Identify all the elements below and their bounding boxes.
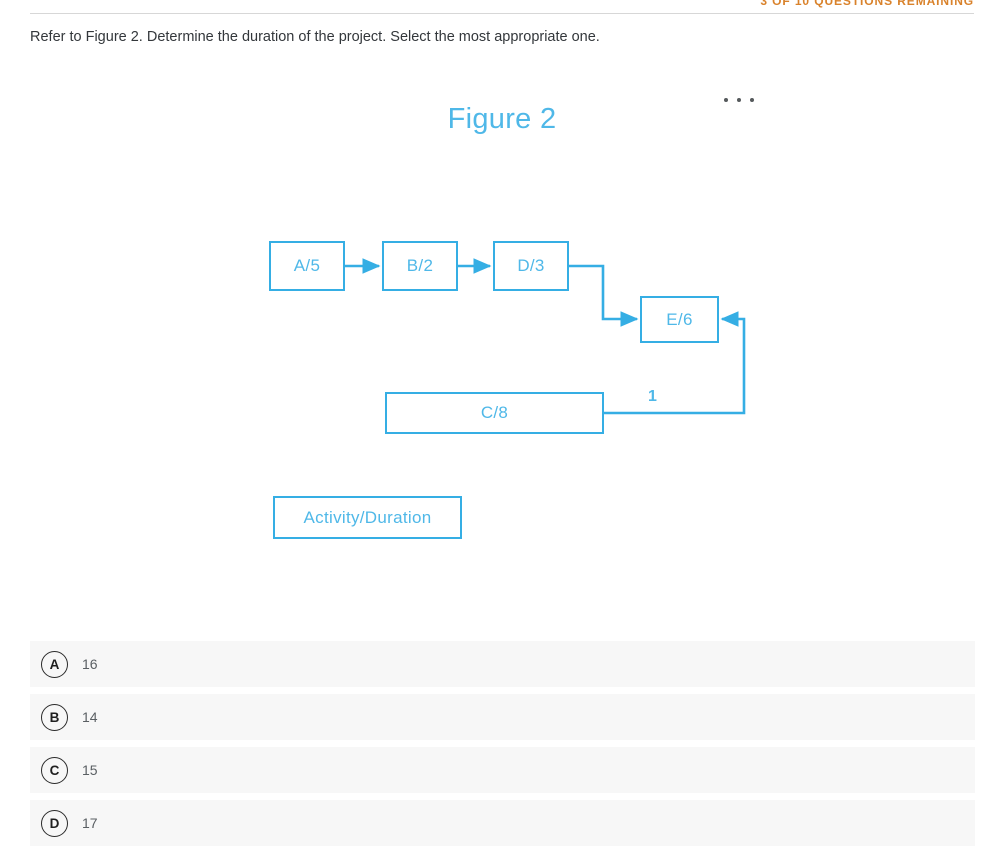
activity-node-a-label: A/5 — [293, 256, 321, 275]
answer-text-c: 15 — [82, 762, 98, 778]
diagram-legend-label: Activity/Duration — [303, 507, 432, 527]
activity-network-diagram: A/5 B/2 D/3 E/6 C/8 1 Activity/Duration — [0, 78, 1004, 638]
answer-letter-c: C — [41, 756, 68, 784]
answer-letter-d: D — [41, 809, 68, 837]
answer-text-d: 17 — [82, 815, 98, 831]
question-stem: Refer to Figure 2. Determine the duratio… — [30, 29, 600, 45]
answer-option-d[interactable]: D 17 — [30, 800, 975, 846]
activity-node-a: A/5 — [269, 241, 345, 291]
edge-label-lag-1: 1 — [648, 388, 657, 405]
answer-options-list: A 16 B 14 C 15 D 17 — [30, 641, 975, 853]
activity-node-b: B/2 — [382, 241, 458, 291]
activity-node-c: C/8 — [385, 392, 604, 434]
activity-node-c-label: C/8 — [480, 403, 509, 422]
answer-option-a[interactable]: A 16 — [30, 641, 975, 687]
answer-letter-a: A — [41, 650, 68, 678]
answer-text-a: 16 — [82, 656, 98, 672]
dot-2 — [737, 98, 741, 102]
answer-option-c[interactable]: C 15 — [30, 747, 975, 793]
diagram-connectors — [345, 258, 746, 415]
answer-letter-b: B — [41, 703, 68, 731]
figure-container: Figure 2 — [0, 78, 1004, 638]
dot-1 — [724, 98, 728, 102]
figure-title: Figure 2 — [447, 103, 557, 135]
activity-node-e-label: E/6 — [666, 309, 693, 329]
questions-remaining-label: 3 OF 10 QUESTIONS REMAINING — [760, 0, 974, 8]
header-divider — [30, 13, 974, 14]
activity-node-d: D/3 — [493, 241, 569, 291]
activity-node-b-label: B/2 — [406, 256, 434, 275]
ellipsis-horizontal-icon[interactable] — [724, 92, 754, 108]
activity-node-d-label: D/3 — [517, 256, 545, 275]
diagram-legend-box: Activity/Duration — [273, 496, 462, 539]
answer-text-b: 14 — [82, 709, 98, 725]
answer-option-b[interactable]: B 14 — [30, 694, 975, 740]
activity-node-e: E/6 — [640, 296, 719, 343]
dot-3 — [750, 98, 754, 102]
